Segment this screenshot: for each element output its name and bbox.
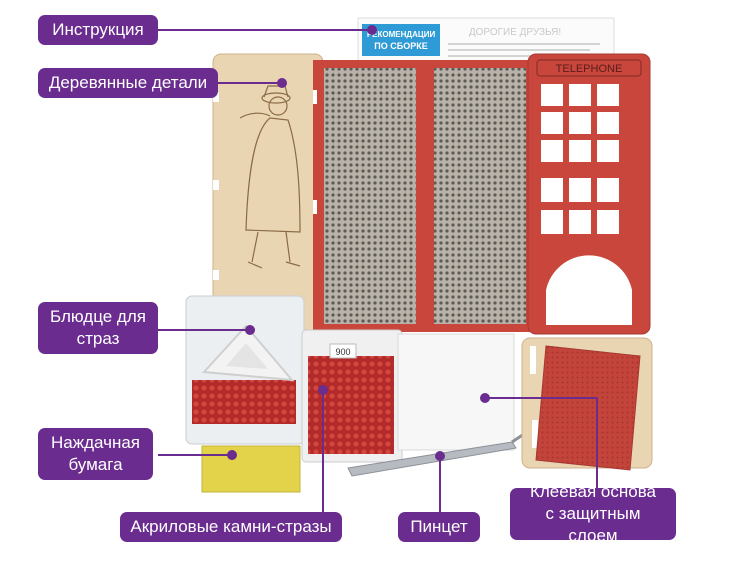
booklet-tab-line-2: ПО СБОРКЕ [374,41,427,51]
label-rhinestone-tray: Блюдце для страз [38,302,158,354]
label-adhesive-base-line-2: с защитным слоем [545,504,641,545]
label-sandpaper-line-2: бумага [68,455,123,474]
telephone-booth-panel: TELEPHONE [527,53,651,335]
label-sandpaper: Наждачная бумага [38,428,153,480]
label-rhinestone-tray-line-2: страз [76,329,120,348]
stone-bag-number: 900 [335,347,350,357]
white-adhesive-sheet [397,333,515,451]
label-wooden-parts: Деревянные детали [38,68,218,98]
acrylic-stones-bag: 900 [301,329,403,463]
perforated-panel-left [313,60,425,332]
label-tweezers-text: Пинцет [410,517,468,536]
label-rhinestone-tray-line-1: Блюдце для [50,307,146,326]
wooden-panel [212,53,324,347]
adhesive-base-tray [521,337,653,471]
label-sandpaper-line-1: Наждачная [50,433,140,452]
label-adhesive-base: Клеевая основа с защитным слоем [510,482,676,545]
label-instruction-text: Инструкция [52,20,144,39]
rhinestone-bag [185,295,305,445]
label-acrylic-stones-text: Акриловые камни-стразы [130,517,332,536]
sandpaper-sheet [201,445,301,493]
label-adhesive-base-line-1: Клеевая основа [529,482,657,501]
label-tweezers: Пинцет [398,512,480,542]
label-acrylic-stones: Акриловые камни-стразы [120,512,342,542]
perforated-panel-right [424,60,536,332]
label-instruction: Инструкция [38,15,158,45]
callout-lines [158,25,598,512]
booklet-heading: ДОРОГИЕ ДРУЗЬЯ! [469,27,561,38]
telephone-sign: TELEPHONE [556,63,623,75]
booklet-tab-line-1: РЕКОМЕНДАЦИИ [367,30,436,39]
label-wooden-parts-text: Деревянные детали [48,73,208,92]
